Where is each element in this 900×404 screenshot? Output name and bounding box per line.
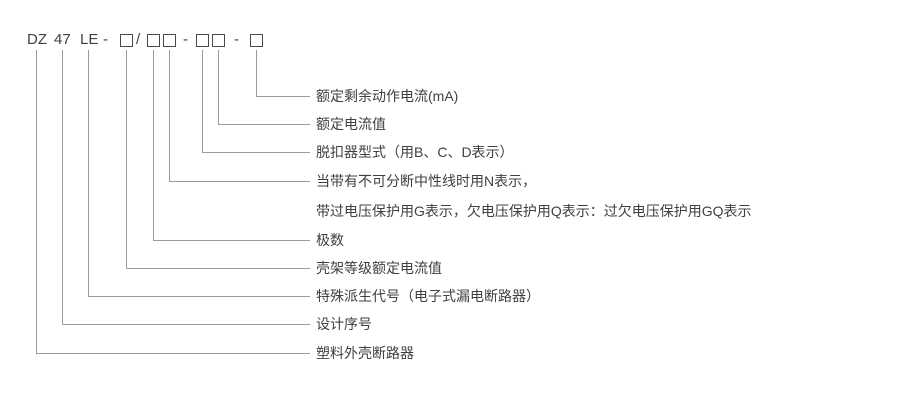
code-dash-2: -: [234, 31, 239, 48]
connector-hline-neutral-voltage: [169, 181, 310, 182]
label-rated-residual-current: 额定剩余动作电流(mA): [316, 88, 459, 104]
label-design-serial: 设计序号: [316, 316, 372, 332]
label-frame-rated-current: 壳架等级额定电流值: [316, 260, 442, 276]
connector-hline-rated-current: [218, 124, 310, 125]
placeholder-box-frame-current: [120, 34, 133, 47]
connector-vline-poles: [153, 50, 154, 240]
code-slash: /: [136, 31, 141, 48]
connector-vline-rated-current: [218, 50, 219, 124]
connector-hline-derivative: [88, 296, 310, 297]
connector-hline-residual-current: [256, 96, 310, 97]
label-poles: 极数: [316, 232, 344, 248]
label-trip-unit-type: 脱扣器型式（用B、C、D表示）: [316, 144, 514, 160]
connector-vline-residual-current: [256, 50, 257, 96]
label-rated-current-value: 额定电流值: [316, 116, 386, 132]
code-design-serial: 47: [54, 31, 71, 48]
code-dash-1: -: [183, 31, 188, 48]
label-voltage-protection-note: 带过电压保护用G表示，欠电压保护用Q表示：过欠电压保护用GQ表示: [316, 203, 752, 219]
placeholder-box-residual-current: [250, 34, 263, 47]
connector-hline-poles: [153, 240, 310, 241]
code-prefix: DZ: [27, 31, 47, 48]
connector-hline-mccb: [36, 353, 310, 354]
placeholder-box-trip-type: [196, 34, 209, 47]
connector-vline-mccb: [36, 50, 37, 353]
placeholder-box-rated-current: [212, 34, 225, 47]
connector-vline-frame-current: [126, 50, 127, 268]
placeholder-box-poles: [147, 34, 160, 47]
connector-hline-design-serial: [62, 324, 310, 325]
connector-hline-trip-type: [202, 152, 310, 153]
label-mccb: 塑料外壳断路器: [316, 345, 414, 361]
connector-vline-derivative: [88, 50, 89, 296]
placeholder-box-neutral-voltage: [163, 34, 176, 47]
label-neutral-line-note: 当带有不可分断中性线时用N表示，: [316, 173, 537, 189]
code-hyphen: -: [103, 31, 108, 48]
code-derivative: LE: [80, 31, 99, 48]
connector-vline-design-serial: [62, 50, 63, 324]
connector-vline-neutral-voltage: [169, 50, 170, 181]
connector-hline-frame-current: [126, 268, 310, 269]
connector-vline-trip-type: [202, 50, 203, 152]
label-special-derivative-code: 特殊派生代号（电子式漏电断路器）: [316, 288, 540, 304]
